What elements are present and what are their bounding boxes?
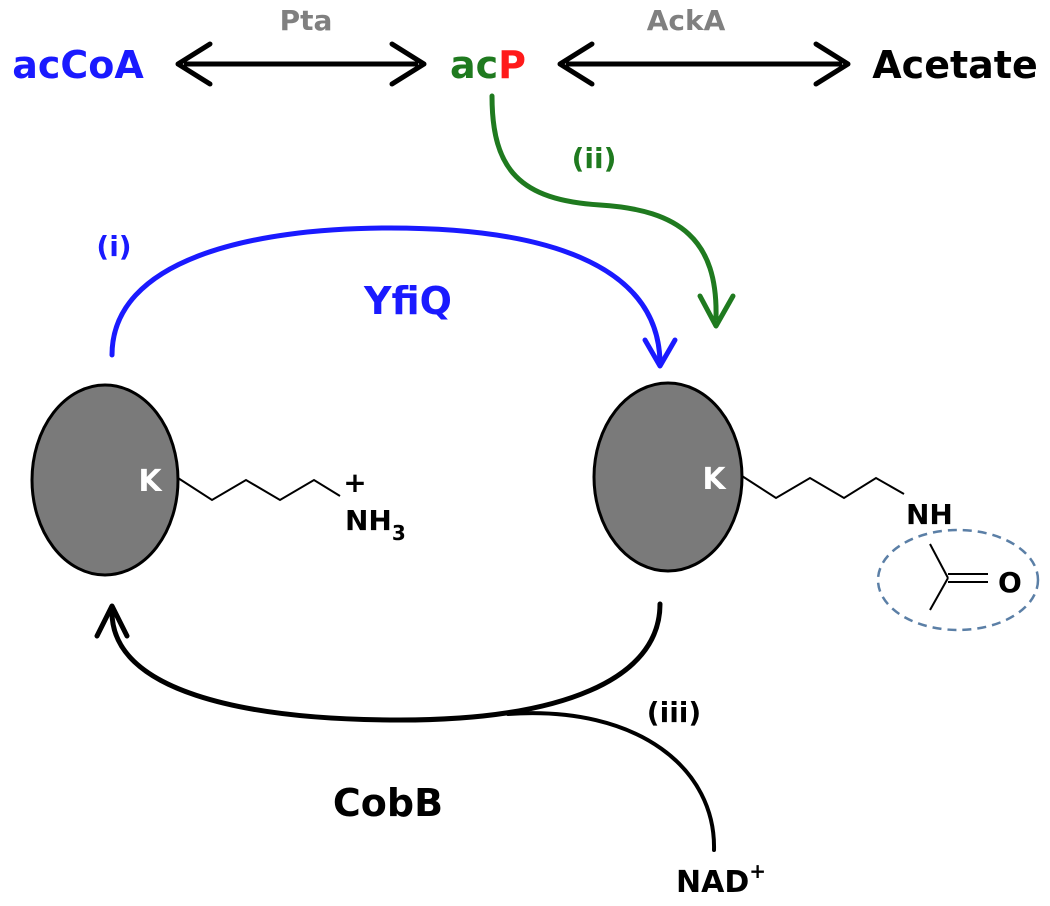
yfiq-label: YfiQ <box>363 279 452 323</box>
accoa-label: acCoA <box>12 43 144 87</box>
amide-nh: NH <box>906 498 953 531</box>
pathway-i-label: (i) <box>96 230 131 263</box>
acp-prefix: ac <box>450 43 498 87</box>
pathway-ii-arrow <box>489 93 736 329</box>
lysine-chain-left <box>177 477 341 502</box>
pta-label: Pta <box>280 4 333 37</box>
acetyl-oxygen: O <box>998 566 1022 599</box>
pathway-i-arrow <box>109 225 678 369</box>
acp-phosphate: P <box>498 43 526 87</box>
pathway-iii-label: (iii) <box>647 696 701 729</box>
nad-branch <box>506 711 717 852</box>
acka-double-arrow <box>557 41 851 87</box>
acetyl-highlight <box>876 528 1040 632</box>
acetyl-group <box>876 528 1040 632</box>
nad-base: NAD <box>676 865 749 900</box>
acka-label: AckA <box>647 4 726 37</box>
nad-charge: + <box>749 859 766 883</box>
amine-charge: + <box>343 466 366 499</box>
pathway-iii-arrow <box>94 601 663 723</box>
cobb-label: CobB <box>333 781 443 825</box>
acetate-label: Acetate <box>872 43 1037 87</box>
amine-subscript: 3 <box>392 521 406 545</box>
lysine-chain-right <box>741 475 905 500</box>
pathway-ii-label: (ii) <box>572 142 617 175</box>
nad-label: NAD+ <box>676 859 766 900</box>
protein-left <box>30 383 180 577</box>
lysine-left-label: K <box>138 464 163 499</box>
amine-group: NH3 <box>345 504 406 545</box>
lysine-right-label: K <box>702 462 727 497</box>
amine-base: NH <box>345 504 392 537</box>
pta-double-arrow <box>175 41 427 87</box>
acp-label: acP <box>450 43 526 87</box>
